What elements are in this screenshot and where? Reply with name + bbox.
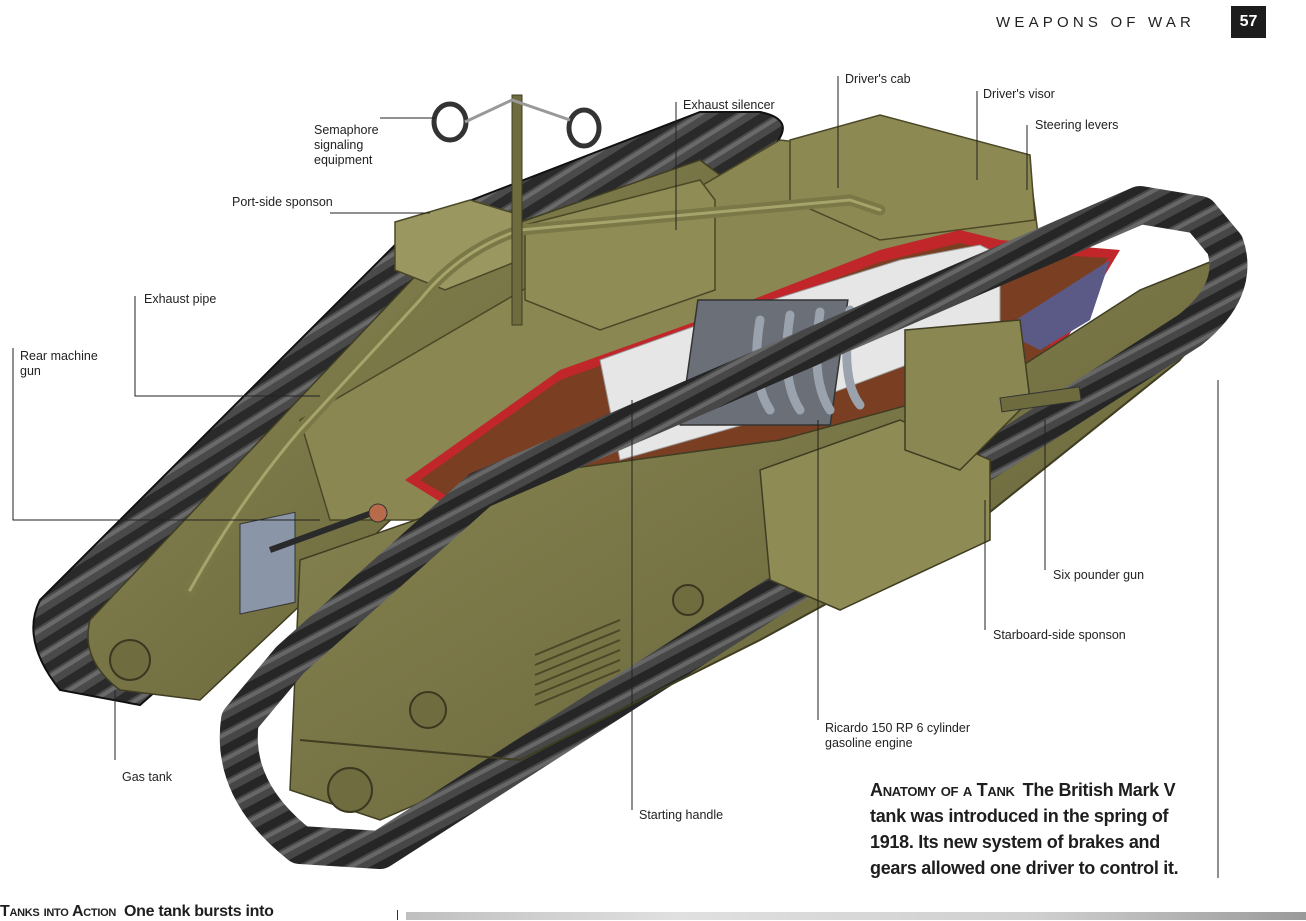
label-steering-levers: Steering levers xyxy=(1035,118,1119,132)
label-starting-handle: Starting handle xyxy=(639,808,724,822)
next-section-heading: Tanks into Action xyxy=(0,903,116,920)
label-drivers-visor: Driver's visor xyxy=(983,87,1055,101)
vent-grille xyxy=(534,619,621,706)
semaphore-mast xyxy=(511,94,523,326)
semaphore-arm-right xyxy=(566,107,602,149)
label-exhaust-pipe: Exhaust pipe xyxy=(144,292,217,306)
semaphore-arm-left xyxy=(431,101,469,143)
page-number: 57 xyxy=(1231,6,1266,38)
label-port-sponson: Port-side sponson xyxy=(232,195,333,209)
rear-hub-port xyxy=(109,639,151,681)
gas-tank xyxy=(239,511,296,615)
hub-side-1 xyxy=(409,691,447,729)
section-title: WEAPONS OF WAR xyxy=(996,14,1196,31)
next-photo-edge xyxy=(406,912,1306,920)
rear-hub-starboard xyxy=(327,767,373,813)
interior-purple-panels xyxy=(1000,260,1110,350)
label-six-pounder: Six pounder gun xyxy=(1053,568,1145,582)
caption-body: The British Mark V tank was introduced i… xyxy=(870,780,1179,878)
sponson-turret xyxy=(904,319,1031,471)
six-pounder-barrel xyxy=(999,386,1082,413)
starboard-track xyxy=(219,186,1248,869)
label-rear-gun: Rear machine gun xyxy=(20,349,98,378)
rear-machine-gun xyxy=(268,507,382,553)
next-section-body: One tank bursts into xyxy=(124,903,274,920)
caption-heading: Anatomy of a Tank xyxy=(870,780,1015,800)
label-engine: Ricardo 150 RP 6 cylinder gasoline engin… xyxy=(825,721,970,750)
label-semaphore: Semaphore signaling equipment xyxy=(314,123,379,167)
hub-side-2 xyxy=(672,584,704,616)
tank-cutaway-illustration xyxy=(12,76,1248,878)
label-drivers-cab: Driver's cab xyxy=(845,72,911,86)
next-section-text: Tanks into Action One tank bursts into xyxy=(0,903,274,921)
label-exhaust-silencer: Exhaust silencer xyxy=(683,98,775,112)
label-starboard-sponson: Starboard-side sponson xyxy=(993,628,1126,642)
column-divider xyxy=(397,910,398,920)
label-gas-tank: Gas tank xyxy=(122,770,173,784)
